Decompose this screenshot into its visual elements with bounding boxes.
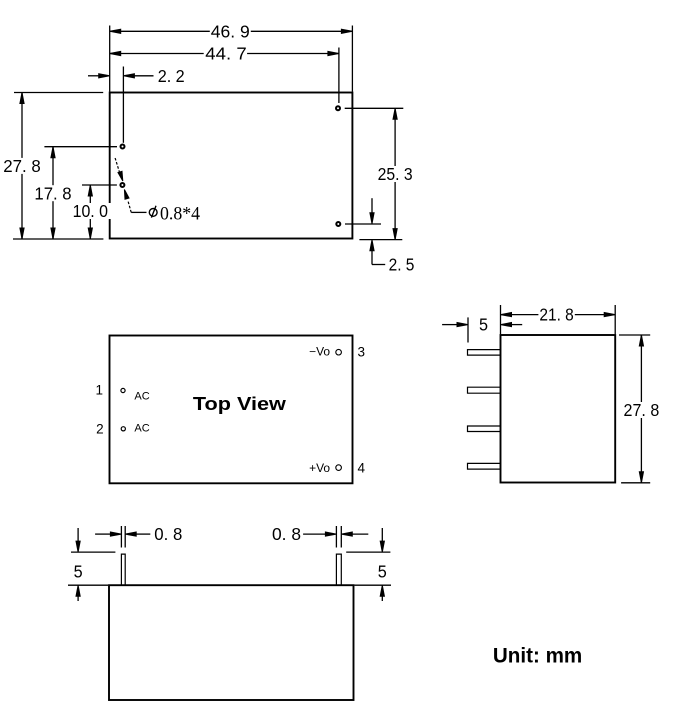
svg-text:2. 2: 2. 2 bbox=[158, 66, 185, 86]
svg-text:4: 4 bbox=[357, 460, 365, 475]
svg-text:Unit: mm: Unit: mm bbox=[493, 644, 582, 668]
svg-text:Top View: Top View bbox=[193, 393, 287, 414]
svg-text:0. 8: 0. 8 bbox=[272, 524, 301, 544]
svg-text:−Vo: −Vo bbox=[309, 347, 330, 359]
svg-text:27. 8: 27. 8 bbox=[624, 400, 660, 420]
svg-text:5: 5 bbox=[378, 561, 387, 581]
svg-text:AC: AC bbox=[134, 422, 149, 434]
svg-text:5: 5 bbox=[74, 561, 83, 581]
svg-text:27. 8: 27. 8 bbox=[3, 156, 41, 176]
svg-text:10. 0: 10. 0 bbox=[73, 201, 108, 221]
svg-text:1: 1 bbox=[96, 382, 104, 397]
svg-text:0. 8: 0. 8 bbox=[154, 524, 182, 544]
svg-text:25. 3: 25. 3 bbox=[378, 164, 413, 184]
svg-text:2: 2 bbox=[96, 422, 104, 437]
svg-text:44. 7: 44. 7 bbox=[205, 44, 246, 64]
svg-text:AC: AC bbox=[134, 390, 149, 402]
svg-text:17. 8: 17. 8 bbox=[34, 183, 71, 203]
svg-text:2. 5: 2. 5 bbox=[389, 255, 415, 275]
svg-text:21. 8: 21. 8 bbox=[539, 305, 573, 325]
svg-text:0.8*4: 0.8*4 bbox=[160, 203, 200, 224]
svg-text:+Vo: +Vo bbox=[309, 463, 330, 475]
svg-text:46. 9: 46. 9 bbox=[211, 21, 250, 41]
svg-text:3: 3 bbox=[357, 344, 365, 359]
svg-text:5: 5 bbox=[479, 315, 488, 335]
